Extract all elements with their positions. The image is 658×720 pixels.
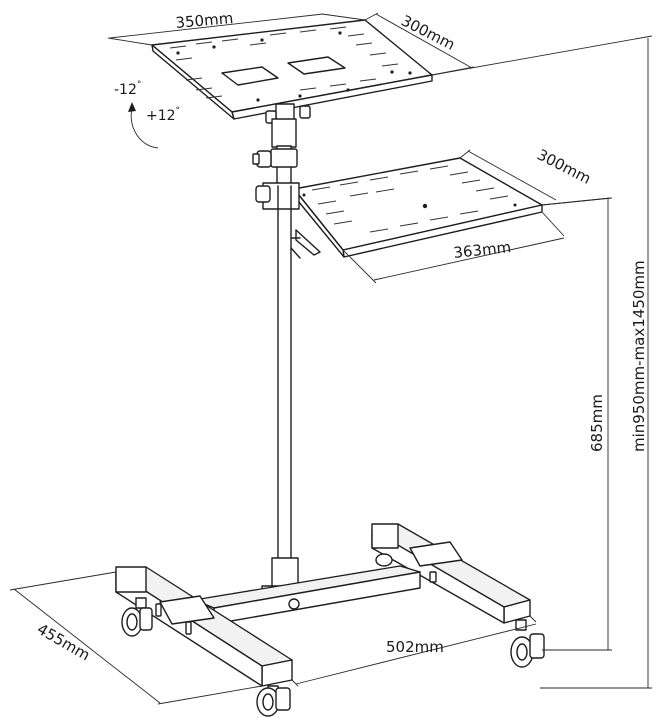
tilt-knob-right-icon bbox=[299, 105, 311, 119]
top-tray-slots bbox=[169, 26, 399, 99]
dimension-labels: 350mm 300mm 300mm 363mm -12° +12° 685mm … bbox=[34, 9, 648, 664]
tilt-head bbox=[265, 103, 311, 148]
base-frame bbox=[115, 523, 531, 687]
caster-rear-right-icon bbox=[510, 619, 545, 668]
caster-front-right-icon bbox=[256, 685, 291, 717]
dimension-lines bbox=[9, 12, 653, 705]
top-depth-label: 300mm bbox=[398, 12, 458, 54]
tilt-positive-label: +12° bbox=[146, 106, 180, 124]
front-bar-collar bbox=[159, 595, 215, 625]
overall-height-label: min950mm-max1450mm bbox=[630, 260, 648, 452]
top-tray-cutout-left bbox=[221, 66, 279, 86]
laptop-shelf bbox=[255, 157, 543, 258]
tilt-positive-degree: ° bbox=[176, 106, 181, 116]
height-clamp bbox=[270, 148, 298, 168]
shelf-height-label: 685mm bbox=[588, 394, 606, 452]
caster-front-left-icon bbox=[121, 597, 153, 637]
main-column bbox=[261, 185, 301, 595]
upper-column bbox=[252, 145, 298, 187]
shelf-lock-knob-icon bbox=[255, 185, 271, 203]
shelf-width-label: 363mm bbox=[453, 238, 512, 262]
shelf-slots bbox=[311, 165, 509, 233]
top-tray-cutout-right bbox=[287, 56, 346, 75]
top-width-label: 350mm bbox=[175, 9, 234, 32]
top-tray-holes bbox=[176, 31, 412, 102]
rear-bar-collar bbox=[409, 541, 463, 567]
tilt-negative-degree: ° bbox=[137, 80, 142, 90]
tilt-negative-value: -12 bbox=[114, 82, 137, 98]
base-width-label: 502mm bbox=[386, 638, 444, 656]
caster-rear-left-icon bbox=[375, 553, 393, 567]
tilt-negative-label: -12° bbox=[114, 80, 141, 98]
shelf-depth-label: 300mm bbox=[534, 146, 594, 188]
column-bolt-icon bbox=[288, 598, 300, 610]
base-depth-label: 455mm bbox=[34, 620, 93, 665]
tilt-positive-value: +12 bbox=[146, 108, 176, 124]
